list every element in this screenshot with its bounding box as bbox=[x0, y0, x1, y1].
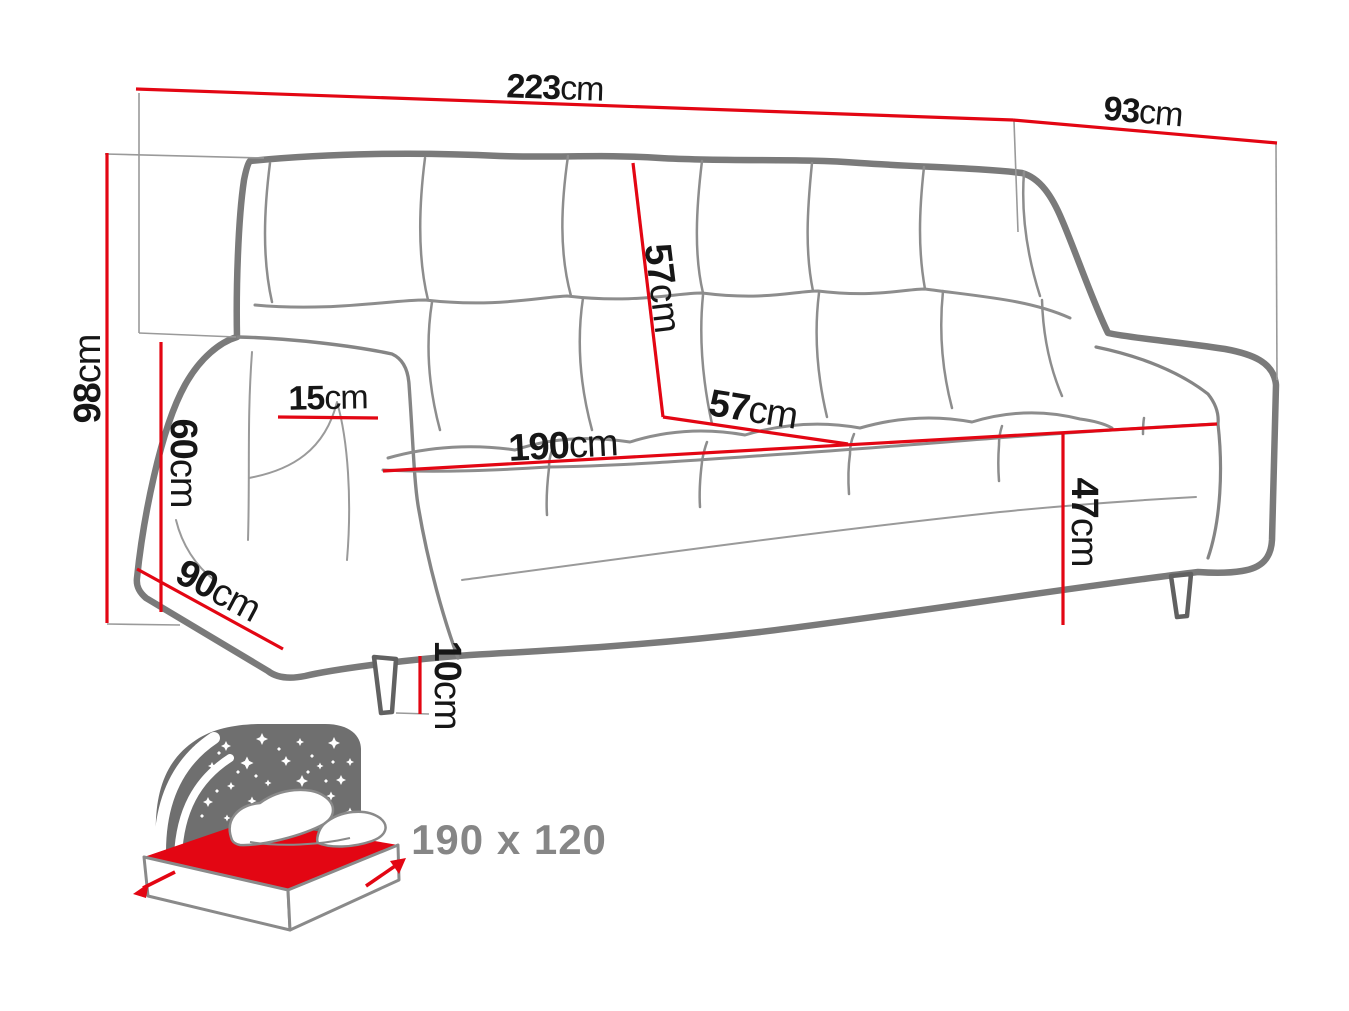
bed-icon-swoosh bbox=[154, 732, 220, 858]
dimension-value: 60 bbox=[162, 418, 204, 459]
dimension-seat-width: 190cm bbox=[507, 422, 619, 470]
dimension-backrest-height: 57cm bbox=[635, 241, 689, 335]
dimension-unit: cm bbox=[67, 334, 109, 384]
stars bbox=[192, 733, 355, 833]
bed-icon-arrows bbox=[133, 858, 406, 898]
bed-icon-pillow-right bbox=[316, 810, 387, 848]
backrest-upper-seams bbox=[263, 154, 1042, 304]
dimension-value: 57 bbox=[635, 241, 683, 287]
extension-lines bbox=[104, 93, 1278, 715]
dimension-unit: cm bbox=[567, 422, 619, 467]
dimension-value: 223 bbox=[505, 67, 561, 108]
sofa-leg-front-right bbox=[1168, 571, 1194, 620]
armrest-right-edge bbox=[1094, 345, 1223, 560]
sofa-outline bbox=[133, 150, 1280, 681]
side-panel-crease bbox=[175, 519, 215, 581]
dimension-seat-height: 47cm bbox=[1063, 477, 1105, 567]
dimension-unit: cm bbox=[559, 69, 605, 109]
bed-icon-blanket-fold bbox=[249, 837, 351, 846]
dimension-total-width: 223cm bbox=[505, 67, 605, 109]
sofa-leg-front-left bbox=[371, 654, 399, 716]
bed-icon-swoosh bbox=[174, 754, 234, 860]
dimension-value: 190 bbox=[507, 424, 570, 470]
dimension-line-base-depth bbox=[136, 567, 284, 651]
dimension-line-backrest-height bbox=[631, 162, 665, 418]
dimension-value: 93 bbox=[1101, 89, 1141, 131]
backrest-bottom-seam bbox=[386, 411, 1114, 460]
dimension-line-armrest-width bbox=[277, 415, 379, 420]
bed-with-stars-icon bbox=[133, 724, 406, 932]
dimension-unit: cm bbox=[162, 458, 204, 508]
dimension-value: 15 bbox=[288, 379, 325, 418]
dimension-value: 10 bbox=[426, 640, 468, 681]
dimension-line-seat-depth bbox=[662, 415, 849, 446]
dimension-unit: cm bbox=[640, 281, 689, 335]
armrest-left-edge bbox=[236, 335, 460, 660]
dimension-line-seat-width bbox=[382, 422, 1218, 473]
sofa-drawing bbox=[133, 150, 1280, 716]
dimension-line-total-width bbox=[135, 87, 1014, 122]
dimension-armrest-height: 60cm bbox=[162, 418, 204, 508]
dimension-unit: cm bbox=[1063, 517, 1105, 567]
dimension-line-total-depth bbox=[1012, 118, 1278, 145]
dimension-unit: cm bbox=[1137, 92, 1185, 135]
dimension-total-depth: 93cm bbox=[1101, 89, 1185, 135]
side-panel-crease bbox=[247, 351, 253, 541]
backrest-lower-seams bbox=[427, 289, 1064, 432]
sleeping-area-size-label: 190 x 120 bbox=[411, 816, 607, 863]
dimension-unit: cm bbox=[323, 378, 368, 418]
dimension-value: 47 bbox=[1063, 477, 1105, 518]
dimension-unit: cm bbox=[426, 680, 468, 730]
dimension-value: 57 bbox=[705, 382, 753, 431]
dimension-leg-height: 10cm bbox=[426, 640, 468, 730]
dimension-value: 98 bbox=[67, 383, 109, 424]
dimension-unit: cm bbox=[745, 388, 801, 438]
dimension-armrest-width: 15cm bbox=[288, 378, 368, 418]
bed-icon-mattress-front-right bbox=[286, 843, 401, 932]
dimension-total-height: 98cm bbox=[67, 334, 109, 424]
dimension-lines bbox=[105, 87, 1278, 714]
side-panel-crease bbox=[248, 401, 351, 561]
base-crease bbox=[461, 496, 1197, 581]
bed-icon-pillow-left bbox=[228, 788, 335, 847]
